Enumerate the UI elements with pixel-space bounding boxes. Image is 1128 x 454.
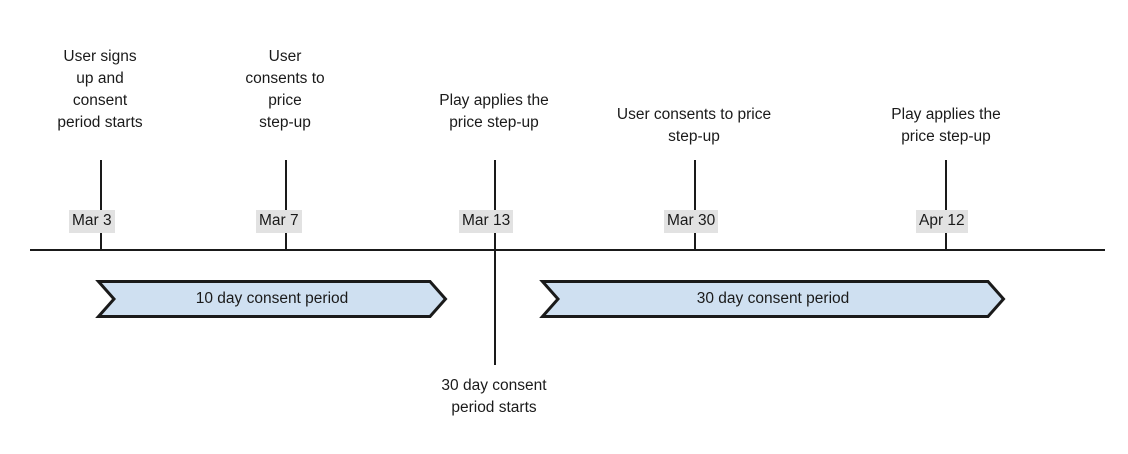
date-chip-mar-7: Mar 7 (256, 210, 302, 233)
consent-period-label-10-day: 10 day consent period (195, 290, 349, 307)
below-axis-annotation-label: 30 day consent period starts (441, 377, 547, 416)
date-chip-apr-12: Apr 12 (916, 210, 968, 233)
event-label-mar-30: User consents to price step-up (616, 106, 772, 145)
event-label-apr-12: Play applies the price step-up (891, 106, 1001, 145)
event-label-mar-7: User consents to price step-up (245, 48, 325, 131)
date-chip-mar-13: Mar 13 (459, 210, 514, 233)
event-label-mar-3: User signs up and consent period starts (57, 48, 143, 131)
date-chip-mar-3: Mar 3 (69, 210, 115, 233)
consent-period-label-30-day: 30 day consent period (696, 290, 850, 307)
connector-30-day-start (494, 250, 496, 365)
tick-apr-12 (945, 160, 947, 250)
tick-mar-13 (494, 160, 496, 250)
event-label-mar-13: Play applies the price step-up (439, 92, 549, 131)
consent-period-banner-30-day (539, 280, 1006, 318)
tick-mar-7 (285, 160, 287, 250)
tick-mar-30 (694, 160, 696, 250)
date-chip-mar-30: Mar 30 (664, 210, 719, 233)
tick-mar-3 (100, 160, 102, 250)
consent-period-banner-10-day (95, 280, 448, 318)
timeline-axis (30, 249, 1105, 251)
